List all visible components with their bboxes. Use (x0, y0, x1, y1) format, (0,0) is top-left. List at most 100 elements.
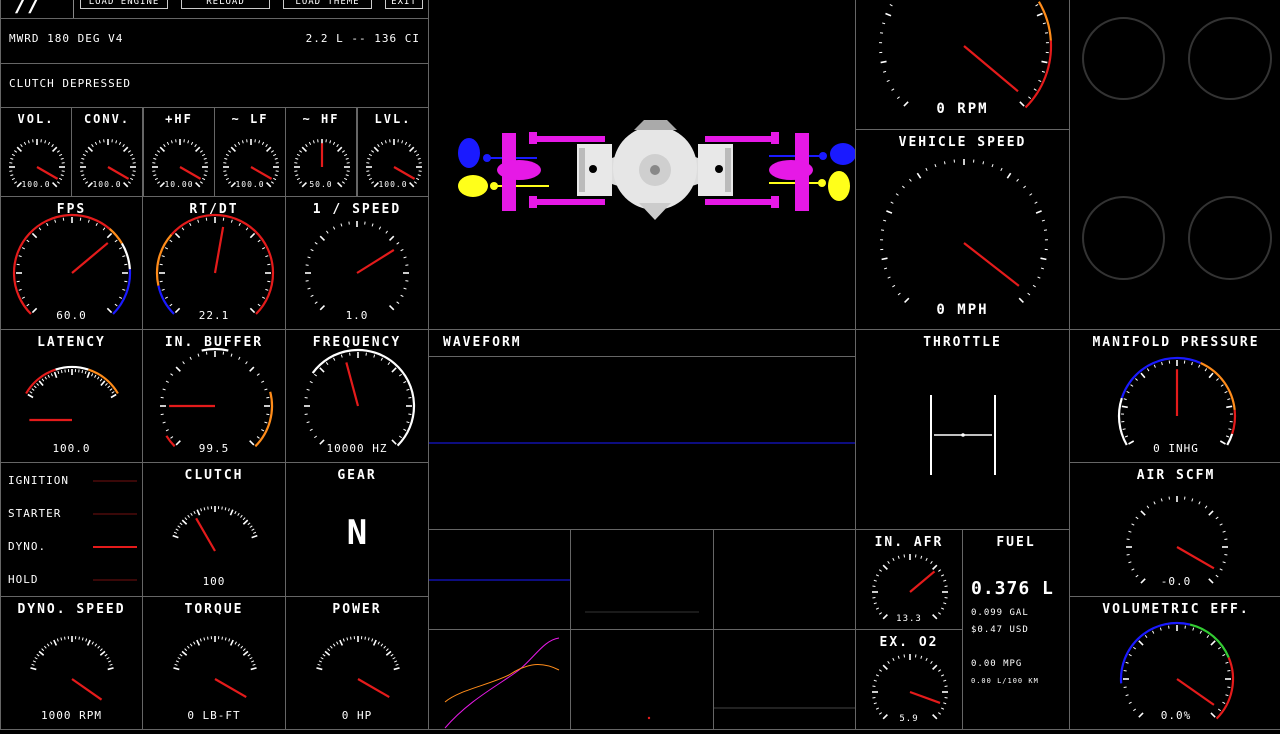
gauge-tick (1220, 524, 1223, 525)
gauge-tick (882, 23, 885, 24)
gauge-tick (1043, 23, 1046, 24)
gauge-tick (341, 224, 342, 227)
gauge-tick (162, 256, 165, 257)
gauge-tick (1017, 179, 1019, 181)
reload-button[interactable]: RELOAD (181, 0, 270, 9)
gauge-tick (242, 140, 243, 143)
gauge-tick (265, 289, 268, 290)
gauge-tick (110, 664, 113, 665)
gauge-tick (307, 389, 310, 390)
gauge-tick (55, 220, 56, 223)
gauge-tick (222, 637, 223, 640)
gauge-tick (410, 147, 414, 151)
mini-gauge-3[interactable]: +HF 10.00 (143, 107, 215, 197)
gauge-tick (178, 658, 181, 660)
gauge-tick (182, 228, 184, 230)
gauge-tick (320, 236, 324, 240)
mini-gauge-4[interactable]: ~ LF 100.0 (214, 107, 286, 197)
gauge-tick (22, 248, 25, 249)
throttle-indicator[interactable] (856, 330, 1071, 530)
gauge-tick (401, 295, 404, 296)
gauge-tick (1200, 631, 1201, 634)
gauge-tick (243, 520, 247, 524)
gauge-tick (1036, 211, 1042, 213)
mini-gauge-2[interactable]: CONV. 100.0 (71, 107, 143, 197)
gauge-tick (198, 220, 199, 223)
gauge-tick (250, 526, 252, 528)
gauge-tick (1129, 702, 1132, 703)
gauge-needle (108, 167, 129, 179)
gauge-tick (343, 639, 344, 642)
gauge-tick (163, 422, 166, 423)
gauge-tick (257, 374, 259, 376)
gauge-tick (307, 422, 310, 423)
afr-value: 13.3 (856, 614, 962, 624)
gauge-tick (938, 670, 940, 672)
gauge-arc (1122, 358, 1201, 398)
gauge-tick (893, 558, 894, 561)
volumetric-eff-value: 0.0% (1070, 709, 1280, 722)
controls-panel: IGNITION STARTER DYNO. HOLD (0, 462, 143, 597)
gauge-tick (166, 430, 169, 431)
gauge-tick (337, 144, 339, 146)
gauge-tick (1035, 202, 1038, 203)
gauge-tick (320, 368, 324, 372)
dyno-indicator[interactable] (93, 546, 137, 548)
gauge-tick (10, 158, 13, 159)
vehicle-speed-panel: VEHICLE SPEED 0 MPH (855, 129, 1070, 330)
starter-indicator[interactable] (93, 513, 137, 515)
mini-gauge-6[interactable]: LVL. 100.0 (357, 107, 429, 197)
gauge-tick (171, 437, 173, 439)
gauge-tick (314, 374, 316, 376)
gauge-tick (938, 570, 940, 572)
load-engine-button[interactable]: LOAD ENGINE (80, 0, 168, 9)
scope-5 (570, 629, 714, 730)
starter-label: STARTER (8, 507, 61, 520)
gauge-arc (14, 215, 110, 314)
hold-indicator[interactable] (93, 579, 137, 581)
gauge-tick (123, 144, 125, 146)
load-theme-button[interactable]: LOAD THEME (283, 0, 372, 9)
gauge-tick (195, 144, 197, 146)
gauge-tick (374, 355, 375, 358)
gauge-tick (180, 523, 182, 525)
gauge-tick (30, 391, 32, 393)
gauge-tick (58, 371, 59, 374)
gauge-tick (24, 142, 25, 145)
gauge-tick (1218, 647, 1220, 649)
gauge-tick (182, 520, 186, 524)
gauge-tick (1221, 385, 1223, 387)
gauge-tick (107, 233, 111, 237)
exit-button[interactable]: EXIT (385, 0, 423, 9)
gauge-tick (368, 637, 369, 640)
gauge-tick (1132, 524, 1135, 525)
gauge-tick (183, 362, 185, 364)
ignition-indicator[interactable] (93, 480, 137, 482)
mini-gauge-1[interactable]: VOL. 100.0 (0, 107, 72, 197)
fuel-liters: 0.376 L (971, 578, 1054, 599)
gauge-tick (338, 147, 342, 151)
gauge-arc (157, 235, 171, 286)
gauge-tick (48, 375, 49, 378)
intake-cam-left (458, 138, 480, 168)
gauge-tick (44, 646, 46, 648)
engine-diagram (429, 0, 857, 328)
scope-6 (713, 629, 856, 730)
gauge-tick (208, 637, 209, 640)
gauge-tick (42, 379, 44, 381)
gauge-tick (295, 175, 298, 176)
gauge-tick (45, 377, 47, 380)
gauge-tick (59, 154, 62, 155)
gauge-tick (55, 372, 57, 378)
gauge-tick (1133, 647, 1135, 649)
mini-gauge-5[interactable]: ~ HF 50.0 (285, 107, 357, 197)
gauge-tick (295, 158, 298, 159)
gauge-arc (1190, 625, 1229, 658)
cylinder-indicator-2 (1188, 17, 1272, 100)
gauge-tick (385, 140, 386, 143)
gauge-tick (393, 658, 396, 660)
gauge-tick (333, 142, 334, 145)
gauge-tick (1226, 406, 1232, 407)
gauge-tick (162, 289, 165, 290)
gauge-tick (1124, 399, 1127, 400)
